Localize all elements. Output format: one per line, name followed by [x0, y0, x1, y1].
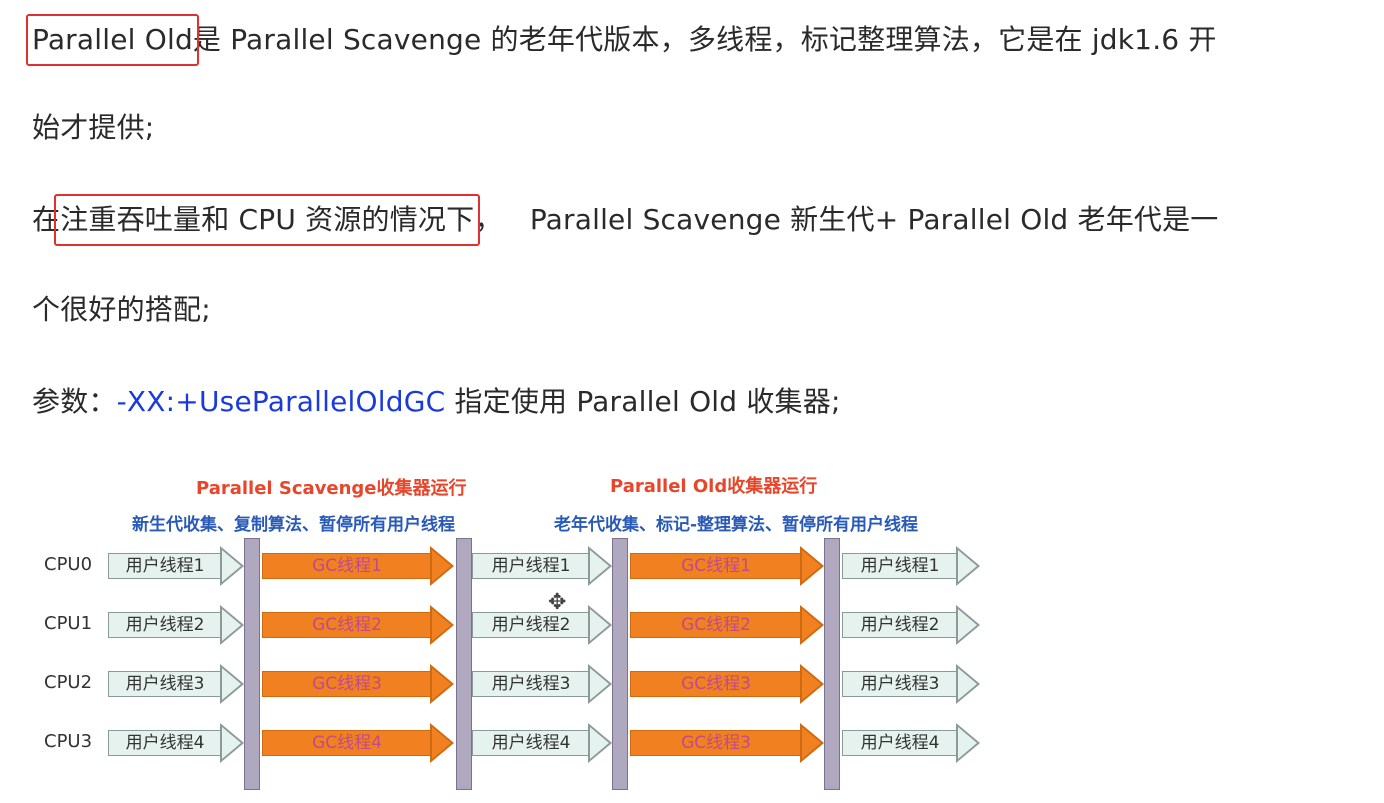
paragraph-line-2: 始才提供;	[32, 111, 155, 144]
user-thread-arrow: 用户线程3	[472, 664, 612, 704]
gc-thread-arrow: GC线程2	[262, 605, 454, 645]
thread-label: GC线程3	[312, 674, 382, 694]
user-thread-arrow: 用户线程2	[108, 605, 244, 645]
thread-label: 用户线程4	[860, 733, 940, 753]
user-thread-arrow: 用户线程1	[842, 546, 980, 586]
line1-text: 是 Parallel Scavenge 的老年代版本，多线程，标记整理算法，它是…	[192, 23, 1217, 56]
thread-label: GC线程2	[681, 615, 751, 635]
cpu-label: CPU3	[44, 731, 93, 752]
cpu-label: CPU0	[44, 554, 93, 575]
gc-thread-arrow: GC线程1	[262, 546, 454, 586]
thread-label: 用户线程1	[491, 556, 571, 576]
safepoint-bar	[456, 538, 472, 790]
user-thread-arrow: 用户线程4	[108, 723, 244, 763]
paragraph-line-3: 在注重吞吐量和 CPU 资源的情况下， Parallel Scavenge 新生…	[32, 194, 1219, 246]
thread-label: 用户线程3	[491, 674, 571, 694]
cpu-label: CPU1	[44, 613, 93, 634]
thread-label: GC线程3	[681, 733, 751, 753]
thread-label: GC线程2	[312, 615, 382, 635]
user-thread-arrow: 用户线程4	[472, 723, 612, 763]
thread-label: 用户线程2	[860, 615, 940, 635]
highlight-parallel-old: Parallel Old	[26, 14, 199, 66]
user-thread-arrow: 用户线程2	[472, 605, 612, 645]
user-thread-arrow: 用户线程1	[108, 546, 244, 586]
thread-label: 用户线程1	[860, 556, 940, 576]
thread-label: 用户线程2	[125, 615, 205, 635]
param-label: 参数：	[32, 385, 117, 418]
gc-thread-arrow: GC线程3	[630, 664, 824, 704]
gc-diagram: Parallel Scavenge收集器运行 新生代收集、复制算法、暂停所有用户…	[0, 452, 1384, 803]
paragraph-line-1: Parallel Old是 Parallel Scavenge 的老年代版本，多…	[26, 14, 1217, 66]
gc-thread-arrow: GC线程3	[630, 723, 824, 763]
user-thread-arrow: 用户线程4	[842, 723, 980, 763]
gc-thread-arrow: GC线程2	[630, 605, 824, 645]
user-thread-arrow: 用户线程3	[842, 664, 980, 704]
jvm-param: -XX:+UseParallelOldGC	[116, 385, 446, 418]
cpu-label: CPU2	[44, 672, 93, 693]
phase2-title: Parallel Old收集器运行	[610, 476, 818, 497]
phase2-subtitle: 老年代收集、标记-整理算法、暂停所有用户线程	[554, 515, 919, 535]
move-cursor-icon: ✥	[548, 590, 567, 615]
gc-thread-arrow: GC线程1	[630, 546, 824, 586]
thread-label: 用户线程4	[125, 733, 205, 753]
gc-thread-arrow: GC线程4	[262, 723, 454, 763]
thread-label: GC线程3	[681, 674, 751, 694]
line3-text: ， Parallel Scavenge 新生代+ Parallel Old 老年…	[474, 203, 1219, 236]
safepoint-bar	[244, 538, 260, 790]
user-thread-arrow: 用户线程2	[842, 605, 980, 645]
gc-thread-arrow: GC线程3	[262, 664, 454, 704]
thread-label: GC线程1	[312, 556, 382, 576]
user-thread-arrow: 用户线程1	[472, 546, 612, 586]
thread-label: 用户线程2	[491, 615, 571, 635]
thread-label: 用户线程3	[860, 674, 940, 694]
highlight-throughput: 注重吞吐量和 CPU 资源的情况下	[54, 194, 481, 246]
thread-label: GC线程4	[312, 733, 382, 753]
phase1-title: Parallel Scavenge收集器运行	[196, 478, 467, 499]
user-thread-arrow: 用户线程3	[108, 664, 244, 704]
line5-text: 指定使用 Parallel Old 收集器;	[445, 385, 841, 418]
thread-label: 用户线程1	[125, 556, 205, 576]
safepoint-bar	[612, 538, 628, 790]
paragraph-line-5: 参数：-XX:+UseParallelOldGC 指定使用 Parallel O…	[32, 382, 841, 422]
phase1-subtitle: 新生代收集、复制算法、暂停所有用户线程	[132, 515, 455, 535]
thread-label: 用户线程3	[125, 674, 205, 694]
thread-label: GC线程1	[681, 556, 751, 576]
paragraph-line-4: 个很好的搭配;	[32, 293, 211, 326]
thread-label: 用户线程4	[491, 733, 571, 753]
safepoint-bar	[824, 538, 840, 790]
